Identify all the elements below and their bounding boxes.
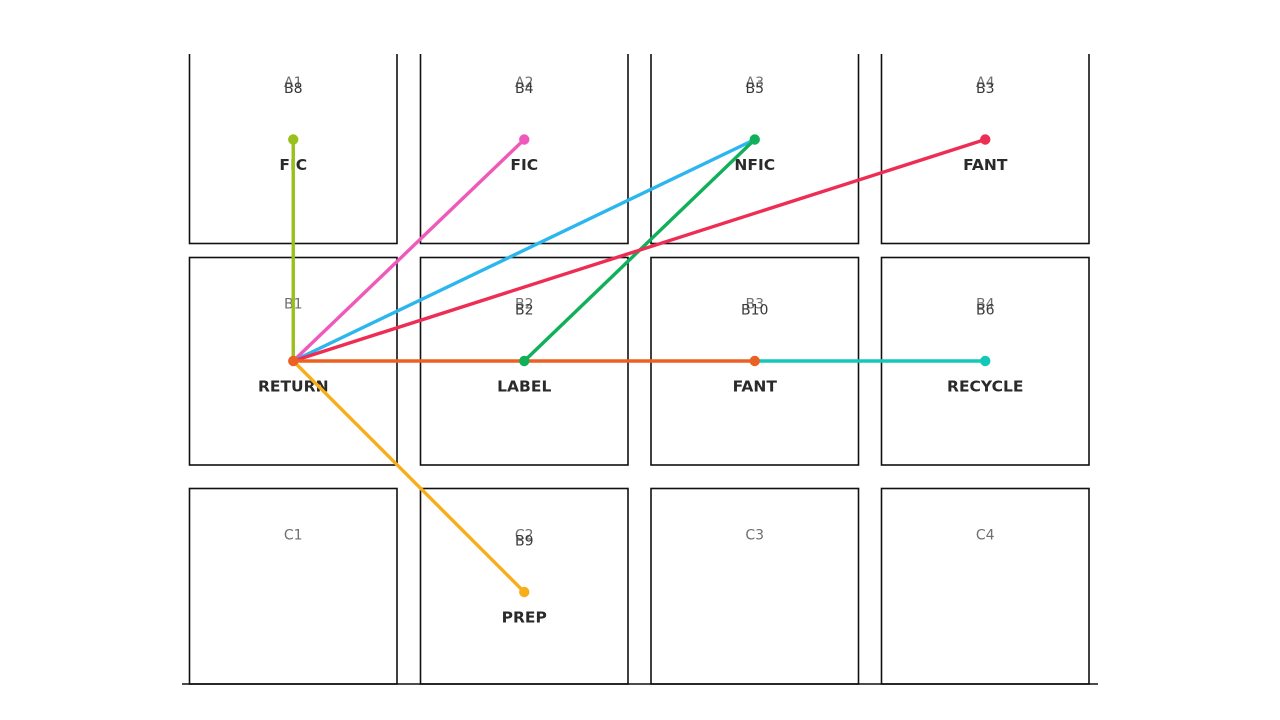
bin-id-label: B6 [976, 303, 995, 319]
cell-c4: C4 [880, 487, 1090, 685]
endpoint-b2 [519, 355, 530, 367]
connection-b1-a2 [291, 137, 526, 363]
station-label: FANT [963, 156, 1008, 174]
connection-b1-a3 [291, 137, 757, 363]
top-clip-mask [150, 0, 1130, 54]
bin-id-label: B3 [976, 81, 995, 97]
cell-c1: C1 [188, 487, 398, 685]
station-label: FIC [510, 156, 538, 174]
cell-id-label: B3 [745, 297, 764, 313]
endpoint-a1 [288, 134, 299, 145]
endpoint-c2 [519, 586, 530, 598]
cell-id-label: B2 [515, 297, 534, 313]
endpoint-a3 [749, 134, 760, 145]
station-label: RECYCLE [947, 378, 1023, 396]
endpoint-b4 [980, 355, 991, 367]
endpoints-layer [288, 134, 991, 598]
bin-id-label: B5 [745, 81, 764, 97]
bin-id-label: B2 [515, 303, 534, 319]
connection-b1-a4 [291, 137, 987, 363]
endpoint-b1 [288, 355, 299, 367]
bin-id-label: B8 [284, 81, 303, 97]
connections-layer [291, 137, 987, 594]
bin-id-label: B10 [741, 303, 768, 319]
endpoint-a4 [980, 134, 991, 145]
bin-id-label: B4 [515, 81, 534, 97]
cell-id-label: A1 [284, 75, 302, 91]
cell-id-label: C1 [284, 528, 303, 544]
cell-box [650, 487, 860, 685]
cells-layer: A1B8FICA2B4FICA3B5NFICA4B3FANTB1RETURNB2… [150, 0, 1130, 685]
station-label: RETURN [258, 378, 329, 396]
station-label: NFIC [734, 156, 775, 174]
endpoint-a2 [519, 134, 530, 145]
cell-id-label: C3 [745, 528, 764, 544]
cell-box [880, 487, 1090, 685]
cell-box [188, 487, 398, 685]
station-label: FANT [733, 378, 778, 396]
bin-id-label: B9 [515, 534, 534, 550]
cell-id-label: A4 [976, 75, 995, 91]
cell-id-label: A2 [515, 75, 533, 91]
endpoint-b3 [749, 355, 760, 367]
cell-c3: C3 [650, 487, 860, 685]
station-label: PREP [502, 609, 547, 627]
cell-id-label: C4 [976, 528, 995, 544]
cell-id-label: A3 [746, 75, 764, 91]
connection-b1-c2 [291, 359, 526, 594]
cell-id-label: C2 [515, 528, 534, 544]
station-label: LABEL [497, 378, 551, 396]
cell-id-label: B4 [976, 297, 995, 313]
